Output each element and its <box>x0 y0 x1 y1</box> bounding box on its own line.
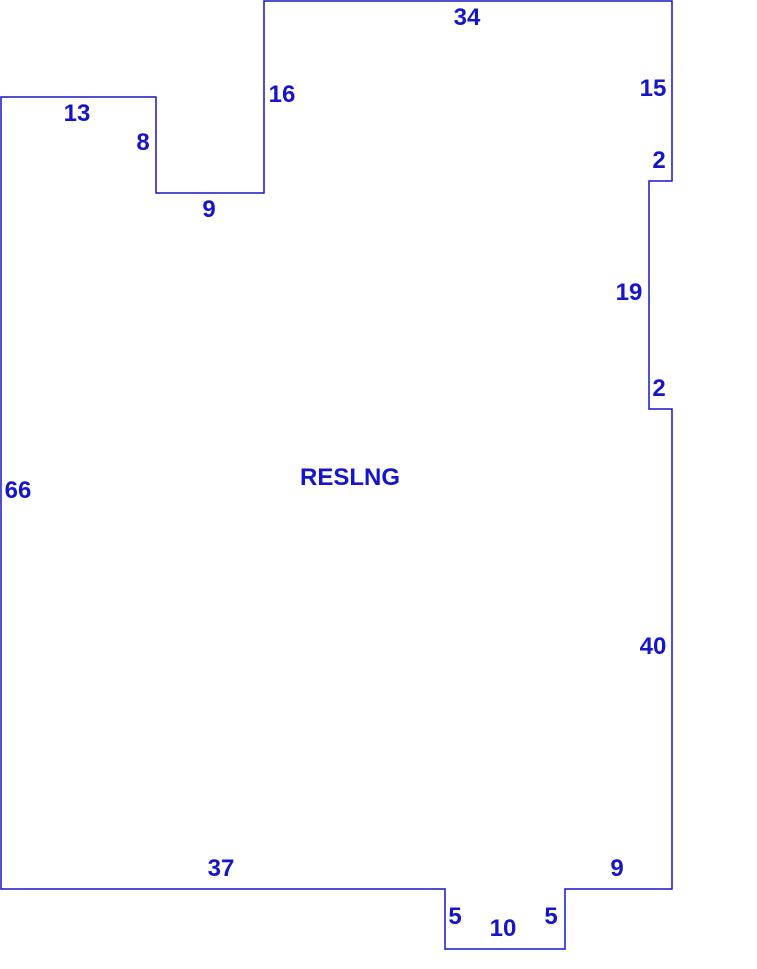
room-label: RESLNG <box>299 464 401 491</box>
building-outline <box>0 0 673 950</box>
dimension-bump-bottom: 10 <box>489 915 517 942</box>
dimension-top: 34 <box>453 4 481 31</box>
dimension-notch-right: 8 <box>136 129 150 156</box>
dimension-right-upper: 15 <box>639 75 667 102</box>
dimension-left: 66 <box>4 477 32 504</box>
dimension-bump-right: 5 <box>544 903 558 930</box>
dimension-notch-bottom: 9 <box>202 196 216 223</box>
dimension-top-left: 13 <box>63 100 91 127</box>
dimension-bump-left: 5 <box>448 903 462 930</box>
dimension-recess: 19 <box>615 279 643 306</box>
dimension-bottom-left: 37 <box>207 855 235 882</box>
dimension-jog-lower: 2 <box>652 375 666 402</box>
dimension-right-lower: 40 <box>639 633 667 660</box>
dimension-bottom-right: 9 <box>610 855 624 882</box>
dimension-jog-upper: 2 <box>652 147 666 174</box>
dimension-notch-wall: 16 <box>268 81 296 108</box>
